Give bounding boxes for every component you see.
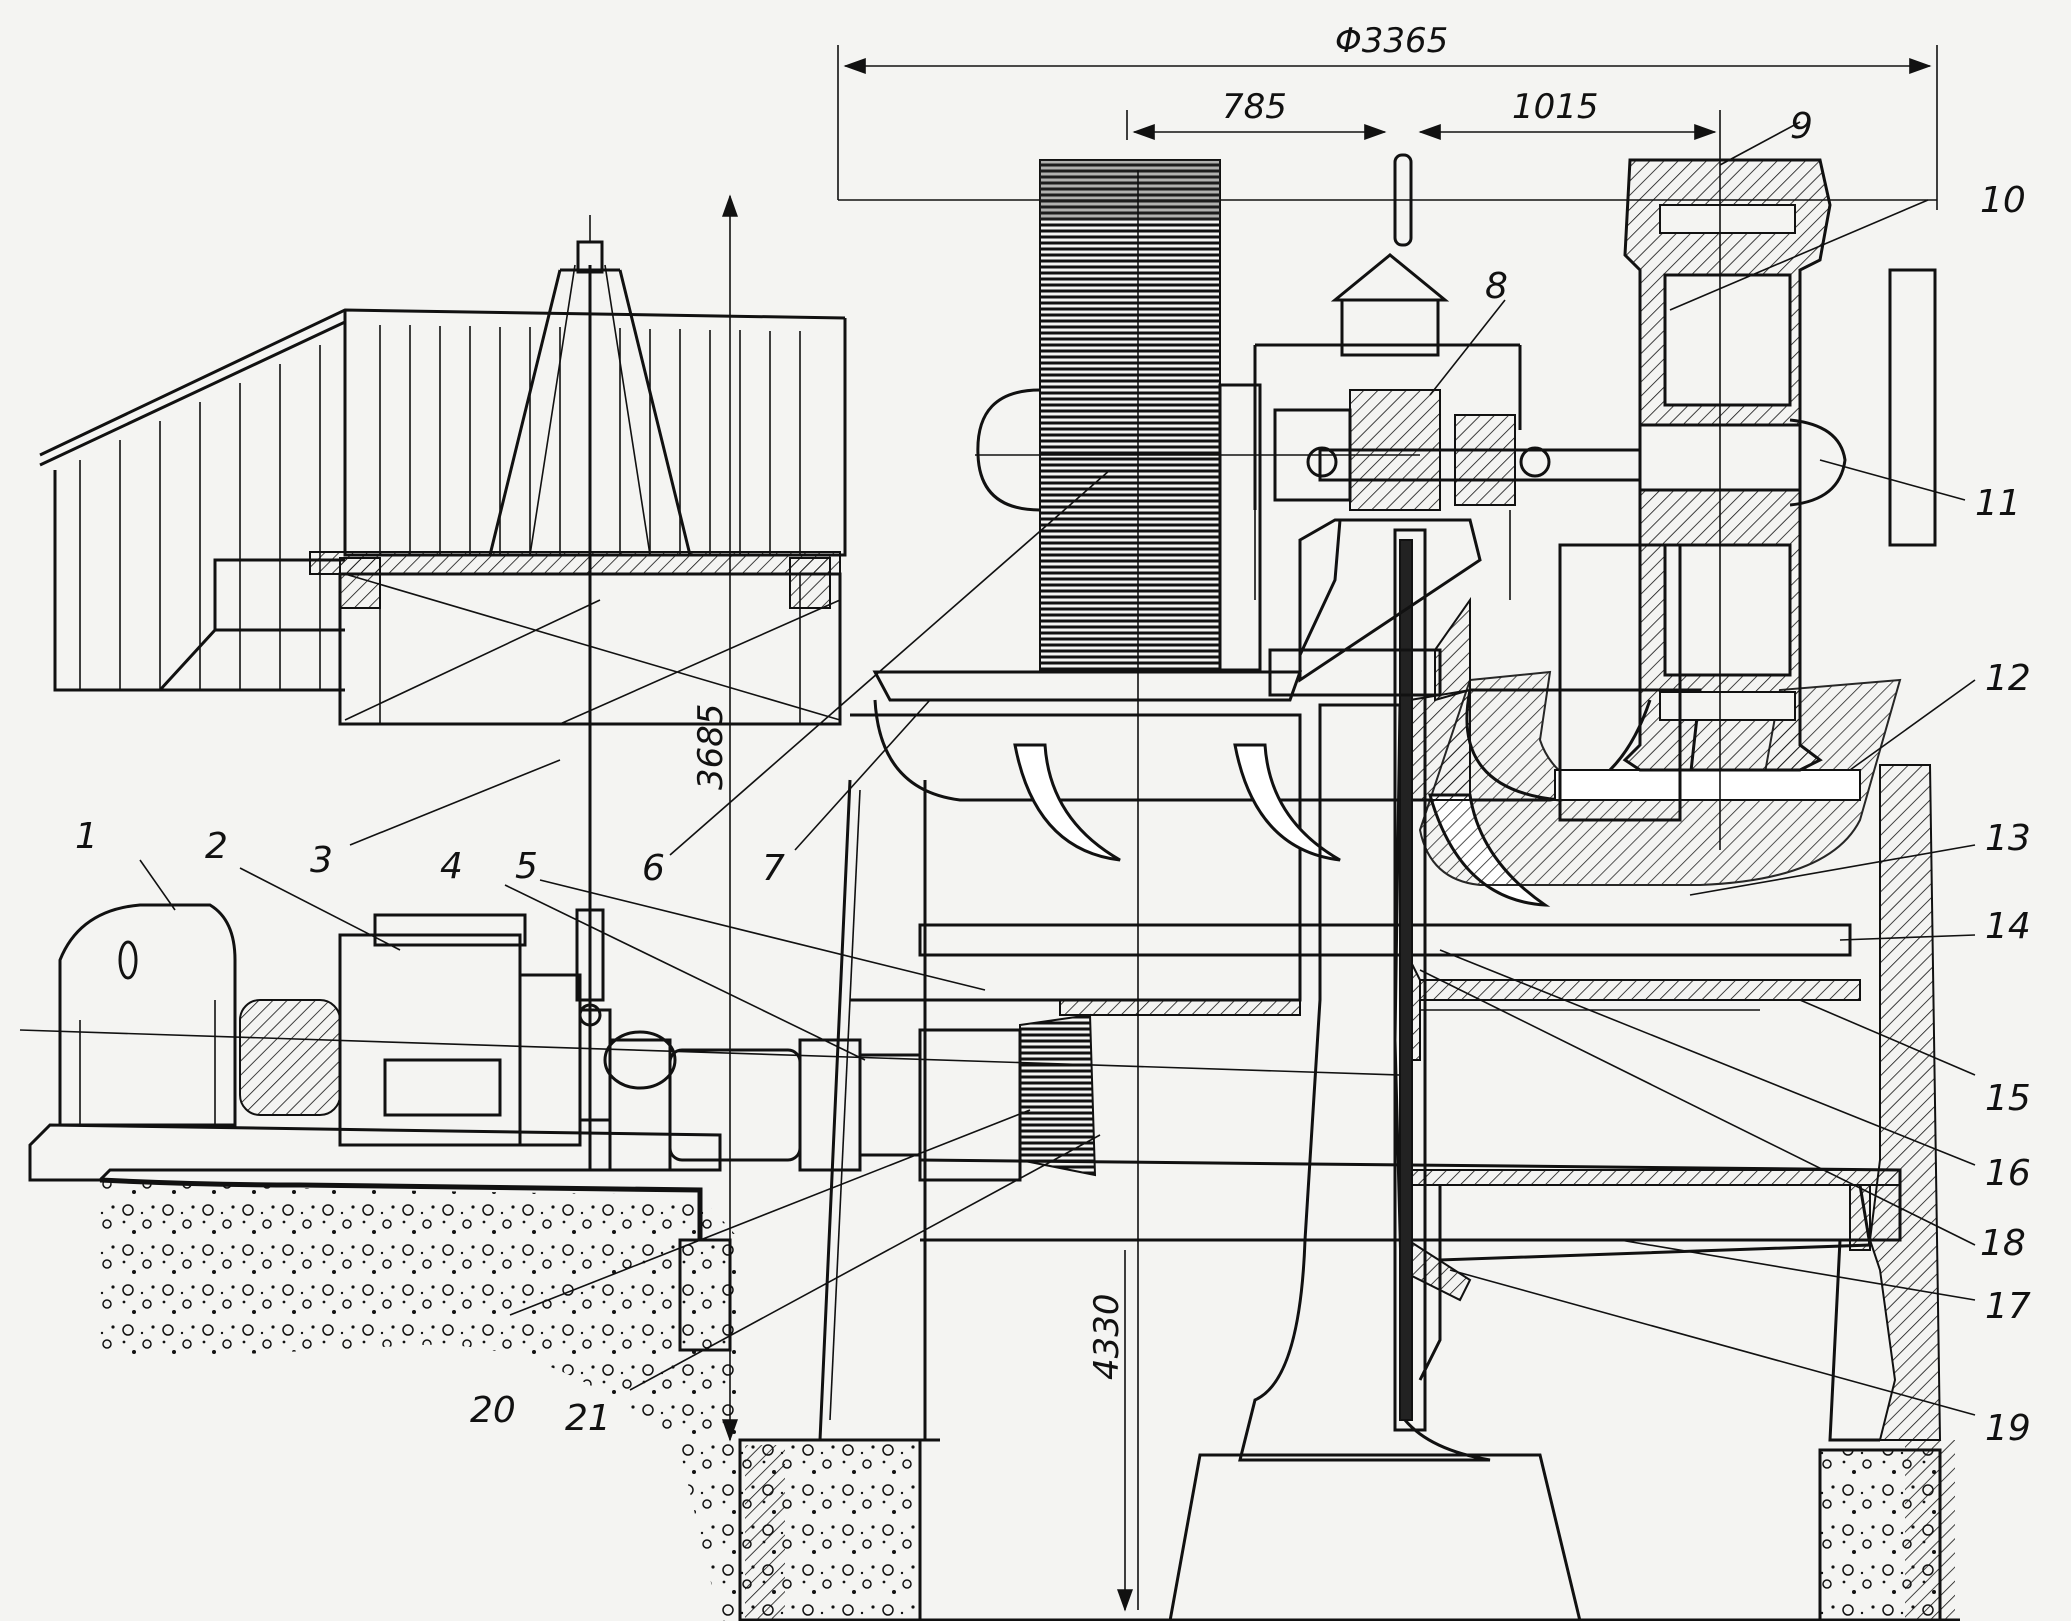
mill-body bbox=[738, 528, 1960, 1621]
platform-railing bbox=[39, 308, 847, 726]
callout-labels: 1 2 3 4 5 6 7 8 9 10 11 12 13 14 15 16 1… bbox=[75, 106, 2031, 1449]
runner-wheel bbox=[1558, 110, 1937, 850]
dim-diameter: Φ3365 bbox=[1335, 21, 1448, 61]
grinding-roller bbox=[975, 159, 1420, 1610]
callout-1: 1 bbox=[75, 816, 98, 857]
hoist-tripod bbox=[488, 215, 692, 1170]
callout-2: 2 bbox=[205, 826, 228, 867]
dim-4330: 4330 bbox=[1087, 1293, 1127, 1380]
callout-16: 16 bbox=[1985, 1153, 2031, 1194]
callout-19: 19 bbox=[1985, 1408, 2031, 1449]
callout-7: 7 bbox=[762, 848, 785, 889]
callout-6: 6 bbox=[642, 848, 665, 889]
callout-5: 5 bbox=[515, 846, 538, 887]
callout-12: 12 bbox=[1985, 658, 2031, 699]
callout-20: 20 bbox=[470, 1390, 516, 1431]
dim-785: 785 bbox=[1222, 87, 1287, 127]
ground-gravel-left bbox=[100, 1180, 740, 1621]
dim-3685: 3685 bbox=[691, 703, 731, 790]
callout-10: 10 bbox=[1980, 180, 2026, 221]
callout-9: 9 bbox=[1790, 106, 1813, 147]
callout-11: 11 bbox=[1975, 483, 2021, 524]
dim-1015: 1015 bbox=[1512, 87, 1599, 127]
callout-3: 3 bbox=[310, 840, 333, 881]
shaft-head-assembly bbox=[1253, 153, 1682, 702]
callout-14: 14 bbox=[1985, 906, 2031, 947]
callout-15: 15 bbox=[1985, 1078, 2031, 1119]
drive-motor-assembly bbox=[19, 903, 1401, 1240]
leader-lines bbox=[139, 121, 1976, 1416]
callout-8: 8 bbox=[1485, 266, 1508, 307]
callout-17: 17 bbox=[1985, 1286, 2031, 1327]
callout-21: 21 bbox=[565, 1398, 611, 1439]
callout-18: 18 bbox=[1980, 1223, 2026, 1264]
callout-13: 13 bbox=[1985, 818, 2031, 859]
callout-4: 4 bbox=[440, 846, 463, 887]
